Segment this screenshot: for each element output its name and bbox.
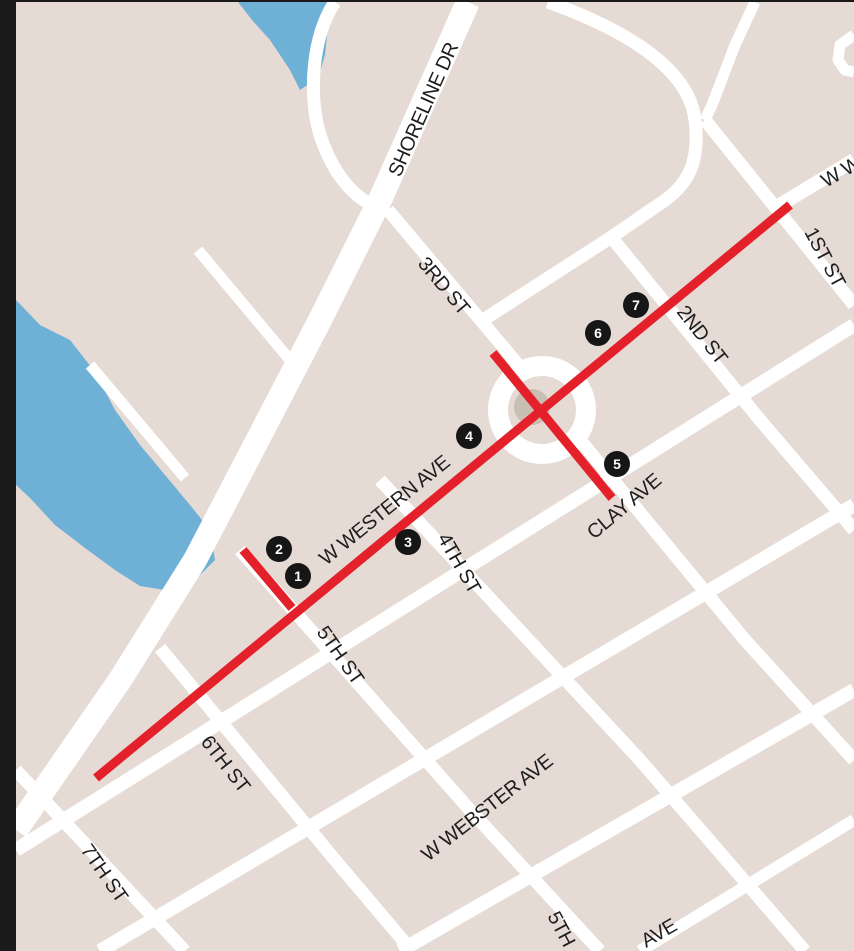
road-left-stub-lower <box>85 361 190 482</box>
road-shoreline-dr <box>16 2 479 837</box>
road-clay-ave <box>16 319 854 856</box>
lake-left <box>16 300 215 590</box>
route-roundabout-crossing <box>489 350 616 501</box>
highlighted-route <box>93 201 793 782</box>
marker-6[interactable]: 6 <box>585 320 611 346</box>
road-curve-top-left <box>306 2 390 217</box>
marker-1-label: 1 <box>294 568 302 584</box>
marker-7[interactable]: 7 <box>623 292 649 318</box>
marker-5[interactable]: 5 <box>604 451 630 477</box>
road-left-stub-upper <box>193 246 295 364</box>
road-network <box>16 2 854 951</box>
route-5th-st-crossing <box>239 547 296 611</box>
marker-4-label: 4 <box>465 428 473 444</box>
marker-1[interactable]: 1 <box>285 563 311 589</box>
marker-7-label: 7 <box>632 297 640 313</box>
road-top-right-corner <box>832 30 854 78</box>
road-4th-st <box>375 475 810 951</box>
road-curve-top-right <box>476 2 703 328</box>
route-w-western-ave <box>93 201 793 782</box>
road-top-right-diag <box>700 2 760 123</box>
road-7th-st <box>16 765 190 951</box>
road-avenue-far-south <box>396 683 854 951</box>
marker-5-label: 5 <box>613 456 621 472</box>
road-3rd-st <box>383 205 854 765</box>
road-2nd-st <box>606 233 854 535</box>
road-w-webster-ave <box>96 498 854 951</box>
marker-2-label: 2 <box>275 541 283 557</box>
road-5th-st <box>235 545 605 951</box>
marker-2[interactable]: 2 <box>266 536 292 562</box>
marker-6-label: 6 <box>594 325 602 341</box>
marker-3[interactable]: 3 <box>395 529 421 555</box>
marker-4[interactable]: 4 <box>456 423 482 449</box>
marker-3-label: 3 <box>404 534 412 550</box>
road-w-western-ave-ne <box>776 154 854 211</box>
road-6th-st <box>154 643 417 951</box>
